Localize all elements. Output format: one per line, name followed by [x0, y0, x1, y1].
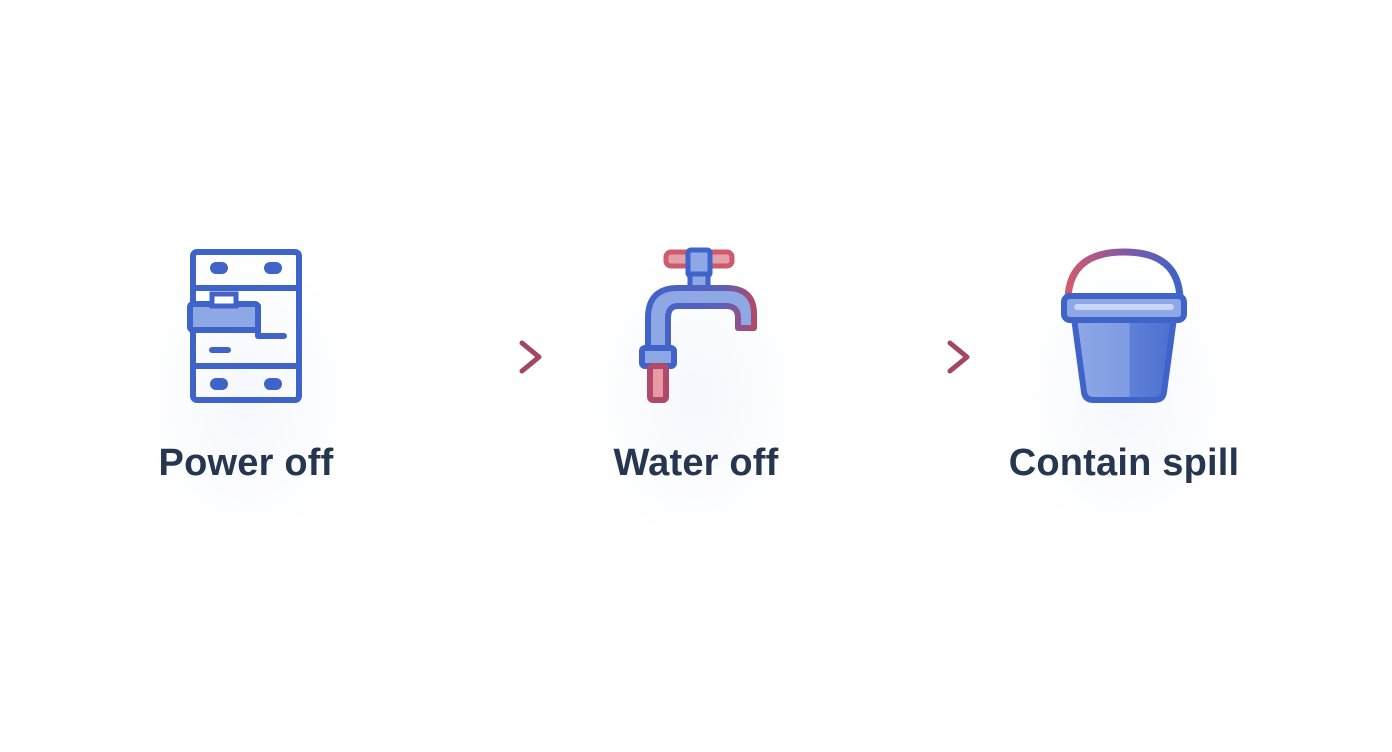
- step-contain-spill: Contain spill: [994, 246, 1254, 546]
- step-power-off: Power off: [116, 246, 376, 546]
- step-label: Contain spill: [1008, 442, 1240, 484]
- bucket-icon: [1061, 248, 1187, 403]
- faucet-icon: [639, 247, 757, 403]
- arrow-right-icon: [851, 340, 970, 374]
- step-halo: [136, 246, 356, 546]
- step-label: Power off: [158, 442, 334, 484]
- arrow-right-icon: [423, 340, 542, 374]
- step-label: Water off: [613, 442, 779, 484]
- circuit-breaker-icon: [187, 249, 302, 403]
- step-water-off: Water off: [566, 246, 826, 546]
